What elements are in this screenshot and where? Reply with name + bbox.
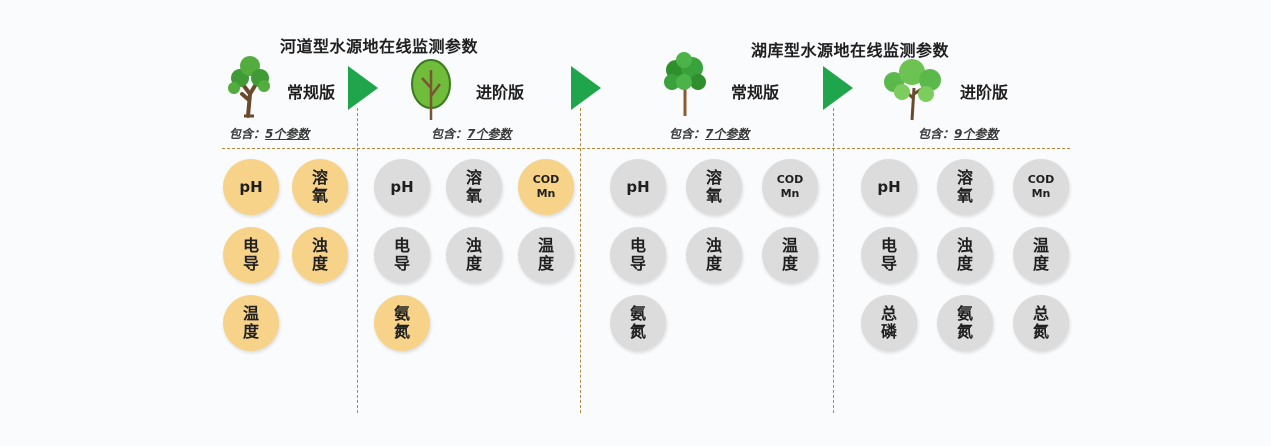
parameter-circle: 溶 氧 [292,159,348,215]
parameter-circle: COD Mn [1013,159,1069,215]
parameter-circle: 电 导 [861,227,917,283]
parameter-circle: 电 导 [223,227,279,283]
parameter-circle: 氨 氮 [937,295,993,351]
parameter-label: 溶 氧 [311,168,328,205]
edition-label: 常规版 [731,83,780,102]
lake-title: 湖库型水源地在线监测参数 [751,41,950,60]
tree-icon [664,52,706,116]
vertical-divider [833,108,834,413]
parameter-label: 电 导 [629,236,646,273]
parameter-label: 浊 度 [705,236,722,273]
parameter-circle: 温 度 [518,227,574,283]
parameter-label: 温 度 [537,236,554,273]
contains-caption: 包含：9个参数 [918,125,998,142]
tree-icon [884,59,941,121]
vertical-divider [357,108,358,413]
contains-prefix: 包含： [918,127,955,141]
parameter-circle: 氨 氮 [374,295,430,351]
parameter-circle: 溶 氧 [446,159,502,215]
parameter-label: 温 度 [781,236,798,273]
contains-caption: 包含：5个参数 [229,125,309,142]
parameter-label: COD Mn [532,173,560,200]
contains-prefix: 包含： [431,127,468,141]
parameter-label: 总 磷 [880,304,897,341]
parameter-label: 氨 氮 [393,304,410,341]
parameter-label: pH [239,178,263,196]
parameter-circle: 电 导 [610,227,666,283]
parameter-label: 温 度 [1032,236,1049,273]
parameter-label: 氨 氮 [956,304,973,341]
parameter-circle: 电 导 [374,227,430,283]
arrow-icon [823,66,853,110]
parameter-label: 氨 氮 [629,304,646,341]
parameter-circle: 浊 度 [292,227,348,283]
parameter-circle: pH [374,159,430,215]
parameter-label: 浊 度 [956,236,973,273]
parameter-circle: 温 度 [1013,227,1069,283]
parameter-label: pH [390,178,414,196]
parameter-label: 溶 氧 [705,168,722,205]
contains-prefix: 包含： [669,127,706,141]
parameter-circle: 总 磷 [861,295,917,351]
tree-icon [411,59,451,120]
parameter-circle: COD Mn [518,159,574,215]
parameter-label: COD Mn [1027,173,1055,200]
edition-label: 进阶版 [960,83,1009,102]
parameter-circle: 浊 度 [686,227,742,283]
edition-label: 进阶版 [476,83,525,102]
river-title: 河道型水源地在线监测参数 [280,37,479,56]
contains-prefix: 包含： [229,127,266,141]
parameter-label: 总 氮 [1032,304,1049,341]
parameter-circle: pH [610,159,666,215]
parameter-label: pH [626,178,650,196]
parameter-circle: 氨 氮 [610,295,666,351]
parameter-circle: 总 氮 [1013,295,1069,351]
arrow-icon [348,66,378,110]
parameter-label: 溶 氧 [956,168,973,205]
parameter-label: 浊 度 [465,236,482,273]
parameter-circle: 温 度 [223,295,279,351]
parameter-circle: COD Mn [762,159,818,215]
parameter-label: 电 导 [880,236,897,273]
parameter-label: COD Mn [776,173,804,200]
parameter-label: 温 度 [242,304,259,341]
parameter-label: 溶 氧 [465,168,482,205]
parameter-circle: 溶 氧 [686,159,742,215]
parameter-circle: 溶 氧 [937,159,993,215]
parameter-circle: 浊 度 [937,227,993,283]
param-count: 9个参数 [954,127,999,141]
param-count: 7个参数 [467,127,512,141]
parameter-label: pH [877,178,901,196]
edition-label: 常规版 [287,83,336,102]
vertical-divider [580,108,581,413]
param-count: 7个参数 [705,127,750,141]
parameter-label: 电 导 [242,236,259,273]
parameter-label: 电 导 [393,236,410,273]
tree-icon [228,56,270,118]
parameter-circle: 浊 度 [446,227,502,283]
parameter-circle: pH [223,159,279,215]
arrow-icon [571,66,601,110]
contains-caption: 包含：7个参数 [669,125,749,142]
parameter-label: 浊 度 [311,236,328,273]
horizontal-divider [222,148,1070,149]
contains-caption: 包含：7个参数 [431,125,511,142]
parameter-circle: pH [861,159,917,215]
param-count: 5个参数 [265,127,310,141]
parameter-circle: 温 度 [762,227,818,283]
